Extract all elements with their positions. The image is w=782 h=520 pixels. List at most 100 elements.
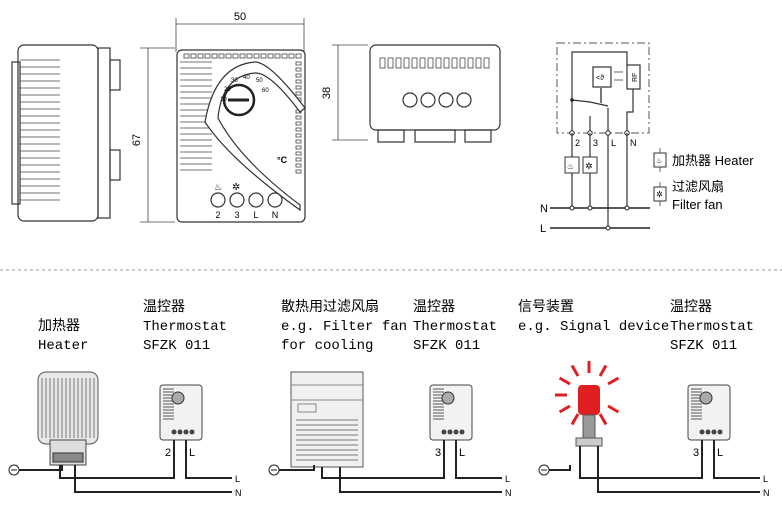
light-ray <box>607 404 620 414</box>
heater-en-label: Heater <box>38 338 88 354</box>
line-n-label: N <box>505 488 512 498</box>
light-ray <box>570 413 580 426</box>
dial-scale-tick: 10 <box>220 97 227 103</box>
light-ray <box>598 413 608 426</box>
line-l-label: L <box>763 474 768 484</box>
terminal-screw <box>210 192 226 208</box>
heater-legend-icon <box>653 152 667 168</box>
schematic-terminal-label: 3 <box>593 138 598 148</box>
dial-scale-tick: 30 <box>231 78 238 84</box>
terminal-screw <box>267 192 283 208</box>
dimension-width-label: 50 <box>234 11 246 23</box>
fan-purpose-label: for cooling <box>281 338 373 354</box>
dial-scale-tick: 40 <box>243 75 250 81</box>
signal-lamp-device <box>555 361 620 447</box>
wire-to-device <box>321 440 445 479</box>
svg-text:✲: ✲ <box>585 161 593 171</box>
wire-l <box>185 440 232 479</box>
legend: ♨ 加热器 Heater ✲ 过滤风扇 Filter fan <box>653 148 754 212</box>
wire-l <box>455 440 502 479</box>
dial-scale-tick: 20 <box>224 87 231 93</box>
signal-cn-label: 信号装置 <box>518 299 574 316</box>
wire-terminal-label: 3 <box>435 447 441 459</box>
terminal-screw <box>248 192 264 208</box>
terminal-label: 3 <box>234 210 239 220</box>
fan-cn-label: 散热用过滤风扇 <box>281 299 379 316</box>
wire-to-device <box>59 440 175 479</box>
svg-text:<ϑ: <ϑ <box>596 75 604 82</box>
svg-text:✲: ✲ <box>656 190 663 199</box>
light-ray <box>607 376 620 386</box>
terminal-label: L <box>253 210 258 220</box>
top-view <box>369 44 501 143</box>
fan-symbol-icon: ✲ <box>232 182 240 193</box>
example-heater-labels: 加热器 Heater 温控器 Thermostat SFZK 011 <box>38 299 227 354</box>
wire-n <box>597 446 760 493</box>
mini-thermostat <box>159 384 203 441</box>
terminal-label: 2 <box>215 210 220 220</box>
line-n-label: N <box>235 488 242 498</box>
fan-en-label: e.g. Filter fan <box>281 319 407 335</box>
thermostat-model-label: SFZK 011 <box>143 338 210 354</box>
heater-cn-label: 加热器 <box>38 318 80 335</box>
mini-thermostat <box>687 384 731 441</box>
light-ray <box>570 364 580 377</box>
wire-l-label: L <box>459 447 465 459</box>
terminal-screw <box>229 192 245 208</box>
svg-text:♨: ♨ <box>567 162 574 171</box>
celsius-unit: °C <box>277 155 288 165</box>
heater-symbol-icon: ♨ <box>214 182 222 192</box>
legend-heater: 加热器 Heater <box>672 153 754 168</box>
dimension-depth-label: 38 <box>321 87 333 99</box>
ground-wire <box>19 465 63 471</box>
thermostat-cn-label: 温控器 <box>670 299 712 316</box>
example-fan-labels: 散热用过滤风扇 e.g. Filter fan for cooling 温控器 … <box>281 299 497 354</box>
schematic-terminal-label: 2 <box>575 138 580 148</box>
line-n-label: N <box>763 488 770 498</box>
dial-scale-tick: 60 <box>262 88 269 94</box>
bus-n-label: N <box>540 203 548 215</box>
terminal-label: N <box>272 210 279 220</box>
signal-en-label: e.g. Signal device <box>518 319 669 335</box>
filter-fan-device <box>290 371 364 468</box>
example-signal-labels: 信号装置 e.g. Signal device 温控器 Thermostat S… <box>518 299 754 354</box>
light-ray <box>598 364 608 377</box>
dimension-height: 67 <box>131 47 175 223</box>
wire-l-label: L <box>189 447 195 459</box>
side-view <box>11 44 121 222</box>
ground-wire <box>549 465 571 471</box>
bus-l-label: L <box>540 223 546 235</box>
fan-box-icon <box>582 156 598 174</box>
wire-l <box>713 440 760 479</box>
dimension-height-label: 67 <box>131 134 143 146</box>
legend-filter-fan-en: Filter fan <box>672 197 723 212</box>
heater-box-icon <box>564 156 580 174</box>
light-ray <box>558 404 571 414</box>
dimension-depth: 38 <box>321 44 368 141</box>
schematic-terminal-label: L <box>611 138 616 148</box>
legend-filter-fan-cn: 过滤风扇 <box>672 179 724 194</box>
line-l-label: L <box>235 474 240 484</box>
dimension-width: 50 <box>175 11 305 52</box>
thermostat-model-label: SFZK 011 <box>413 338 480 354</box>
wire-to-device <box>579 440 703 479</box>
wire-terminal-label: 2 <box>165 447 171 459</box>
rf-label: RF <box>632 73 639 82</box>
fan-legend-icon <box>653 186 667 202</box>
thermostat-model-label: SFZK 011 <box>670 338 737 354</box>
thermostat-cn-label: 温控器 <box>413 299 455 316</box>
wire-l-label: L <box>717 447 723 459</box>
wire-n <box>339 467 502 493</box>
thermostat-en-label: Thermostat <box>143 319 227 335</box>
schematic-terminal-label: N <box>630 138 637 148</box>
light-ray <box>558 376 571 386</box>
dial-scale-tick: 50 <box>256 78 263 84</box>
thermostat-en-label: Thermostat <box>413 319 497 335</box>
ground-wire <box>279 465 315 471</box>
wire-terminal-label: 3 <box>693 447 699 459</box>
heater-device <box>37 371 99 466</box>
wire-n <box>74 465 232 493</box>
